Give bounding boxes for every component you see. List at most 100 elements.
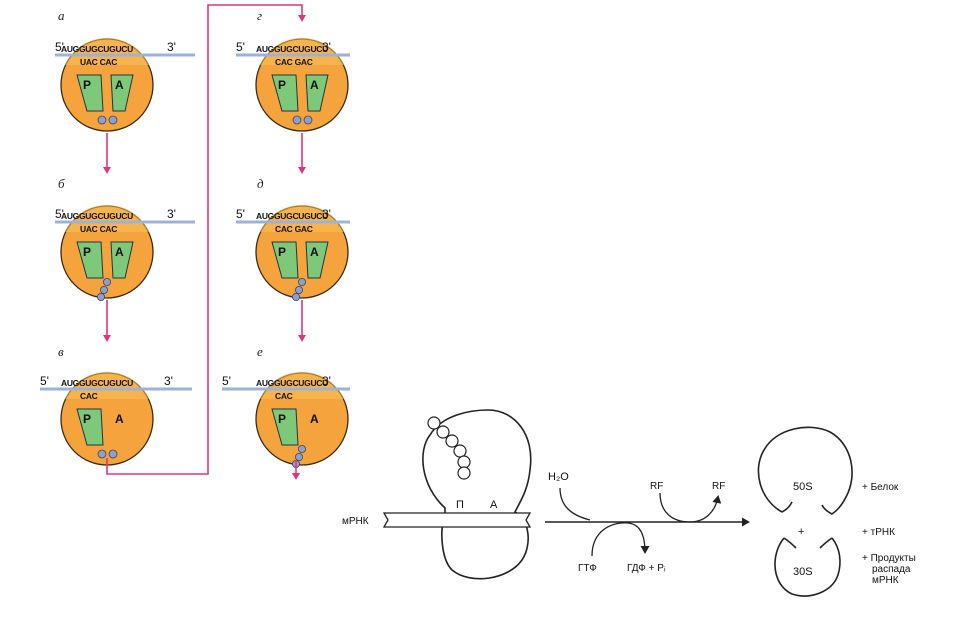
p-site-label: P <box>278 412 286 426</box>
anticodon-text: UAC CAC <box>80 57 117 67</box>
amino-acid-bead <box>297 444 306 453</box>
three-prime-label: 3' <box>322 207 331 221</box>
p-site-label: P <box>278 245 286 259</box>
p-site-label: P <box>83 245 91 259</box>
amino-acid-bead <box>108 449 118 459</box>
p-site-label: P <box>83 78 91 92</box>
rf-arrow <box>659 492 722 523</box>
mrna-sequence: AUGGUGCUGUCU <box>256 378 328 388</box>
p-site-trna <box>271 74 299 112</box>
ribosome-small-subunit <box>260 37 344 65</box>
site-a-label: А <box>490 499 498 511</box>
water-arrow <box>559 487 591 521</box>
amino-acid-bead <box>303 115 313 125</box>
amino-acid-bead <box>97 449 107 459</box>
small-subunit <box>774 537 841 597</box>
site-p-label: П <box>456 499 464 511</box>
ribosome-panel: а 5' 3' AUGGUGCUGUCU UAC CAC P A <box>55 8 195 132</box>
anticodon-text: CAC GAC <box>275 224 313 234</box>
product-trna: + тРНК <box>862 527 895 538</box>
amino-acid-bead <box>294 452 303 461</box>
panel-letter: е <box>257 344 263 359</box>
ribosome-panel: д 5' 3'AUGGUGCUGUCU CAC GAC P A <box>236 176 350 301</box>
gdp-label: ГДФ + Pᵢ <box>627 563 666 574</box>
three-prime-label: 3' <box>322 40 331 54</box>
five-prime-label: 5' <box>222 374 231 388</box>
ribosome-small-subunit <box>65 37 149 65</box>
small-subunit-label: 30S <box>793 566 813 578</box>
amino-acid-bead <box>297 277 306 286</box>
anticodon-text: CAC <box>80 391 98 401</box>
amino-acid-bead <box>103 277 112 286</box>
three-prime-label: 3' <box>322 374 331 388</box>
a-site-label: A <box>310 245 319 259</box>
mrna-sequence: AUGGUGCUGUCU <box>256 44 328 54</box>
panel-letter: б <box>58 176 65 191</box>
large-subunit <box>757 426 853 515</box>
mrna-sequence: AUGGUGCUGUCU <box>256 211 328 221</box>
a-site-label: A <box>115 245 124 259</box>
p-site-trna <box>76 74 104 112</box>
panel-flow-arrows <box>103 4 306 480</box>
ribosome-small-subunit <box>65 371 149 399</box>
anticodon-text: CAC <box>275 391 293 401</box>
ribosome-panel: б 5' 3' AUGGUGCUGUCU UAC CAC P A <box>55 176 195 301</box>
product-decay-line-3: мРНК <box>872 575 899 586</box>
ribosome-panel: в 5' 3' AUGGUGCUGUCU CAC P A <box>40 344 192 466</box>
a-site-label: A <box>310 78 319 92</box>
amino-acid-bead <box>100 285 109 294</box>
five-prime-label: 5' <box>236 207 245 221</box>
anticodon-text: CAC GAC <box>275 57 313 67</box>
termination-scheme: П А мРНК H₂O ГТФ ГДФ + Pᵢ RF RF 50S + 30… <box>342 409 916 597</box>
mrna-label: мРНК <box>342 516 369 527</box>
a-site-label: A <box>115 78 124 92</box>
mrna-sequence: AUGGUGCUGUCU <box>61 211 133 221</box>
ribosome-small-subunit <box>65 204 149 232</box>
p-site-trna <box>76 241 104 279</box>
peptide-chain <box>427 416 471 480</box>
product-protein: + Белок <box>862 482 899 493</box>
ribosome-small-subunit <box>260 204 344 232</box>
five-prime-label: 5' <box>40 374 49 388</box>
amino-acid-bead <box>108 115 118 125</box>
a-site-trna <box>110 74 134 112</box>
a-site-trna <box>305 74 329 112</box>
p-site-trna <box>271 408 299 446</box>
five-prime-label: 5' <box>55 207 64 221</box>
mrna-ribbon <box>382 512 532 528</box>
amino-acid-bead <box>291 292 300 301</box>
three-prime-label: 3' <box>167 40 176 54</box>
amino-acid-bead <box>294 285 303 294</box>
p-site-trna <box>271 241 299 279</box>
arrow-c-to-d <box>106 4 306 475</box>
large-subunit-label: 50S <box>793 481 813 493</box>
five-prime-label: 5' <box>55 40 64 54</box>
a-site-trna <box>110 241 134 279</box>
panel-letter: д <box>257 176 264 191</box>
amino-acid-bead <box>97 292 106 301</box>
water-label: H₂O <box>548 471 569 483</box>
three-prime-label: 3' <box>167 207 176 221</box>
mrna-sequence: AUGGUGCUGUCU <box>61 44 133 54</box>
p-site-label: P <box>278 78 286 92</box>
amino-acid-bead <box>292 115 302 125</box>
three-prime-label: 3' <box>164 374 173 388</box>
rf-in-label: RF <box>650 481 663 492</box>
product-decay-line-2: распада <box>872 564 911 575</box>
product-decay-line-1: + Продукты <box>862 553 916 564</box>
gtp-label: ГТФ <box>578 563 597 574</box>
anticodon-text: UAC CAC <box>80 224 117 234</box>
mrna-sequence: AUGGUGCUGUCU <box>61 378 133 388</box>
a-site-label: A <box>115 412 124 426</box>
rf-out-label: RF <box>712 481 725 492</box>
plus-sign: + <box>798 526 804 538</box>
amino-acid-bead <box>97 115 107 125</box>
p-site-label: P <box>83 412 91 426</box>
panel-letter: а <box>58 8 65 23</box>
ribosome-small-subunit <box>260 371 344 399</box>
panel-letter: в <box>58 344 64 359</box>
panel-letter: г <box>257 8 262 23</box>
a-site-label: A <box>310 412 319 426</box>
